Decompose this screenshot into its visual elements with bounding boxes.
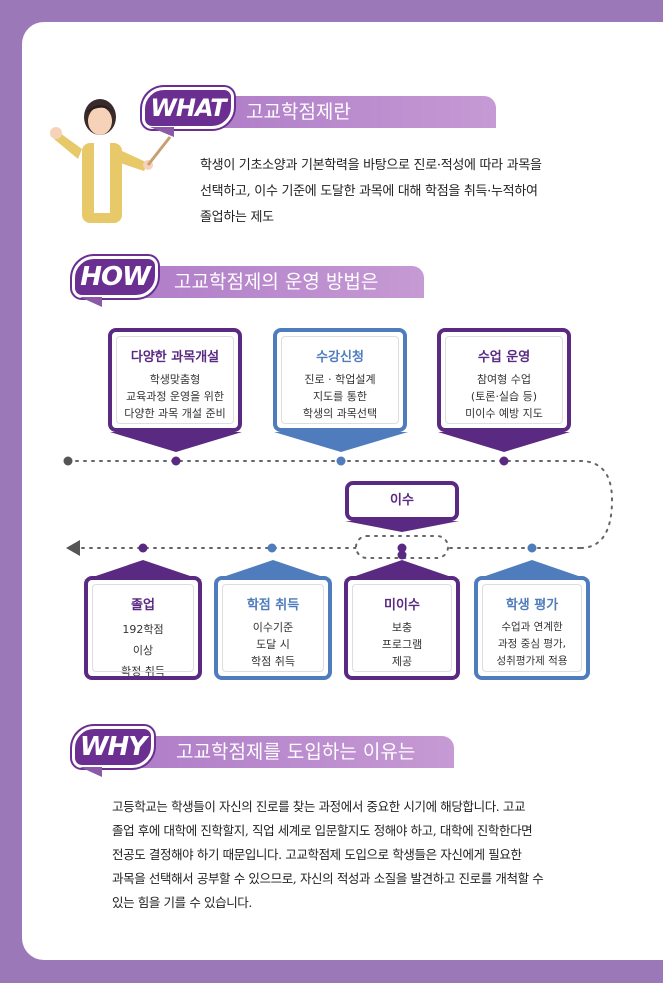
step-desc-line: 교육과정 운영을 위한 xyxy=(125,390,225,403)
step-desc-line: 지도를 통한 xyxy=(312,390,368,403)
step-desc-line: 진로 · 학업설계 xyxy=(304,373,376,386)
step-title: 졸업 xyxy=(131,598,155,613)
step-box-incomplete: 미이수 보충 프로그램 제공 xyxy=(344,576,460,680)
what-line: 학생이 기초소양과 기본학력을 바탕으로 진로·적성에 따라 과목을 xyxy=(200,158,542,173)
step-desc-line: 보충 xyxy=(391,621,413,634)
why-line: 과목을 선택해서 공부할 수 있으므로, 자신의 적성과 소질을 발견하고 진로… xyxy=(112,871,544,886)
step-title: 학점 취득 xyxy=(246,598,300,613)
box-pointer xyxy=(344,560,460,580)
how-title-bar: 고교학점제의 운영 방법은 xyxy=(144,266,424,298)
step-desc-line: 제공 xyxy=(391,655,413,668)
flow-node-dot xyxy=(171,456,181,466)
step-box-class-operation: 수업 운영 참여형 수업 (토론·실습 등) 미이수 예방 지도 xyxy=(437,328,571,432)
flow-node-dot xyxy=(138,543,148,553)
step-desc-line: 도달 시 xyxy=(256,638,290,651)
step-box-graduation: 졸업 192학점 이상 확정 취득 xyxy=(84,576,202,680)
box-pointer xyxy=(474,560,590,580)
box-pointer xyxy=(84,560,202,580)
step-box-student-evaluation: 학생 평가 수업과 연계한 과정 중심 평가, 성취평가제 적용 xyxy=(474,576,590,680)
flow-node-dot xyxy=(267,543,277,553)
step-box-course-opening: 다양한 과목개설 학생맞춤형 교육과정 운영을 위한 다양한 과목 개설 준비 xyxy=(108,328,242,432)
step-box-registration: 수강신청 진로 · 학업설계 지도를 통한 학생의 과목선택 xyxy=(273,328,407,432)
why-description: 고등학교는 학생들이 자신의 진로를 찾는 과정에서 중요한 시기에 해당합니다… xyxy=(112,795,598,915)
flow-start-dot xyxy=(63,456,73,466)
why-title: 고교학점제를 도입하는 이유는 xyxy=(176,741,416,763)
flow-node-dot xyxy=(397,550,407,560)
flow-node-dot xyxy=(336,456,346,466)
what-line: 선택하고, 이수 기준에 도달한 과목에 대해 학점을 취득·누적하여 xyxy=(200,184,538,199)
step-desc-line: 192학점 xyxy=(122,623,164,636)
step-title: 미이수 xyxy=(384,598,420,613)
why-badge-tail xyxy=(80,767,102,777)
step-desc-line: 참여형 수업 xyxy=(476,373,532,386)
step-desc-line: 학점 취득 xyxy=(251,655,295,668)
step-title: 학생 평가 xyxy=(505,598,559,613)
box-pointer xyxy=(438,432,570,452)
what-line: 졸업하는 제도 xyxy=(200,210,274,225)
box-pointer xyxy=(110,432,242,452)
flow-arrowhead xyxy=(66,540,80,556)
page-card xyxy=(22,22,663,960)
step-desc-line: 수업과 연계한 xyxy=(501,621,563,633)
what-badge: WHAT xyxy=(142,87,234,129)
step-title: 수강신청 xyxy=(316,350,364,365)
step-box-completion: 이수 xyxy=(345,481,459,521)
step-desc-line: 과정 중심 평가, xyxy=(498,638,566,650)
teacher-illustration xyxy=(50,99,172,223)
step-desc-line: 학생맞춤형 xyxy=(149,373,201,386)
step-title: 다양한 과목개설 xyxy=(130,350,220,365)
step-title: 수업 운영 xyxy=(477,350,531,365)
how-badge-tail xyxy=(80,297,102,307)
step-desc-line: 프로그램 xyxy=(381,638,423,651)
how-badge: HOW xyxy=(72,256,158,298)
why-title-bar: 고교학점제를 도입하는 이유는 xyxy=(140,736,454,768)
step-desc-line: 학생의 과목선택 xyxy=(302,407,378,420)
flow-line-curve xyxy=(579,460,614,549)
why-line: 고등학교는 학생들이 자신의 진로를 찾는 과정에서 중요한 시기에 해당합니다… xyxy=(112,799,526,814)
flow-node-dot xyxy=(527,543,537,553)
what-title-bar: 고교학점제란 xyxy=(216,96,496,128)
what-title: 고교학점제란 xyxy=(246,101,351,123)
box-pointer xyxy=(214,560,332,580)
step-box-credit-acquisition: 학점 취득 이수기준 도달 시 학점 취득 xyxy=(214,576,332,680)
box-pointer xyxy=(274,432,408,452)
how-title: 고교학점제의 운영 방법은 xyxy=(174,271,379,293)
step-desc-line: 미이수 예방 지도 xyxy=(465,407,543,420)
flow-node-dot xyxy=(397,543,407,553)
step-desc-line: 성취평가제 적용 xyxy=(496,655,568,667)
why-line: 졸업 후에 대학에 진학할지, 직업 세계로 입문할지도 정해야 하고, 대학에… xyxy=(112,823,533,838)
why-line: 있는 힘을 기를 수 있습니다. xyxy=(112,895,252,910)
why-line: 전공도 결정해야 하기 때문입니다. 고교학점제 도입으로 학생들은 자신에게 … xyxy=(112,847,522,862)
step-desc-line: 이수기준 xyxy=(252,621,294,634)
what-badge-tail xyxy=(150,127,174,137)
what-description: 학생이 기초소양과 기본학력을 바탕으로 진로·적성에 따라 과목을 선택하고,… xyxy=(200,153,620,231)
step-desc-line: 다양한 과목 개설 준비 xyxy=(124,407,226,420)
step-desc-line: (토론·실습 등) xyxy=(470,390,538,403)
flow-node-dot xyxy=(499,456,509,466)
box-pointer xyxy=(345,521,459,532)
step-desc-line: 이상 xyxy=(132,644,154,657)
why-badge: WHY xyxy=(72,726,154,768)
